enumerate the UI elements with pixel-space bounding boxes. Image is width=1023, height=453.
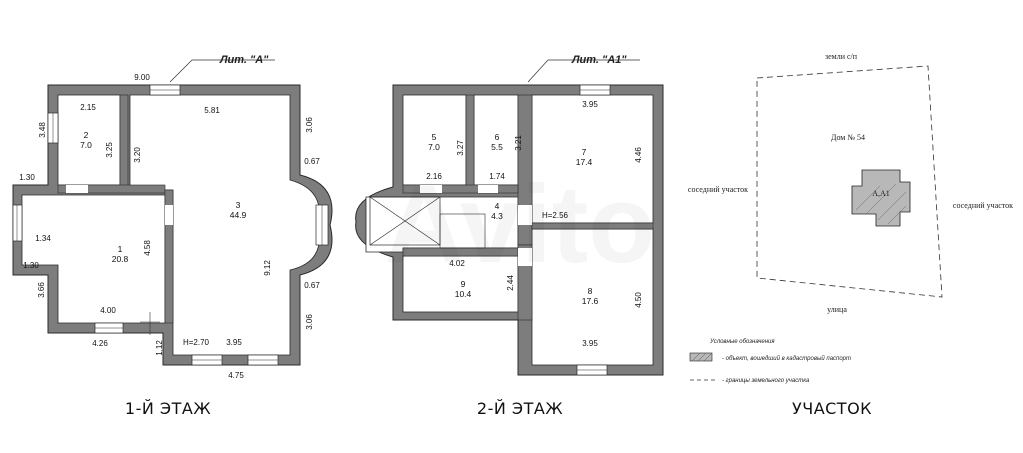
floor1-plan: Лит. "А" 2 7.0 3 44.9 1 20.8 9.00 2.15 5… (12, 54, 333, 418)
dimension-label: 2.15 (80, 103, 96, 112)
dimension-label: 3.66 (37, 282, 46, 298)
floor2-caption: 2-Й ЭТАЖ (477, 399, 563, 418)
room-area: 7.0 (428, 142, 440, 152)
dimension-label: 1.34 (35, 234, 51, 243)
dimension-label: 4.50 (634, 292, 643, 308)
room-number: 9 (461, 279, 466, 289)
dimension-label: 4.46 (634, 147, 643, 163)
dimension-label: 3.95 (226, 338, 242, 347)
ceiling-height: H=2.56 (542, 211, 569, 220)
site-plan: земли с/п Дом № 54 А,А1 соседний участок… (688, 52, 1013, 418)
room-area: 7.0 (80, 140, 92, 150)
room-area: 17.6 (582, 296, 599, 306)
room-number: 8 (588, 286, 593, 296)
watermark: Avito (385, 163, 656, 286)
room-area: 4.3 (491, 211, 503, 221)
dimension-label: 2.16 (426, 172, 442, 181)
house-number-label: Дом № 54 (831, 133, 865, 142)
room-number: 3 (236, 200, 241, 210)
dimension-label: 3.95 (582, 100, 598, 109)
dimension-label: 4.58 (143, 240, 152, 256)
room-number: 4 (495, 201, 500, 211)
land-boundary (756, 65, 943, 298)
room-number: 6 (495, 132, 500, 142)
dimension-label: 0.67 (304, 157, 320, 166)
floor1-caption: 1-Й ЭТАЖ (125, 399, 211, 418)
dimension-label: 0.67 (304, 281, 320, 290)
dimension-label: 3.06 (305, 314, 314, 330)
dimension-label: 4.26 (92, 339, 108, 348)
room-area: 17.4 (576, 157, 593, 167)
dimension-label: 4.02 (449, 259, 465, 268)
room6-area (473, 94, 519, 186)
site-bottom-label: улица (827, 305, 847, 314)
dimension-label: 3.06 (305, 117, 314, 133)
floor1-lit-label: Лит. "А" (219, 54, 269, 66)
room-number: 2 (84, 130, 89, 140)
room-area: 44.9 (230, 210, 247, 220)
dimension-label: 1.30 (19, 173, 35, 182)
dimension-label: 1.30 (23, 261, 39, 270)
room-number: 7 (582, 147, 587, 157)
dimension-label: 9.12 (263, 260, 272, 276)
site-left-label: соседний участок (688, 185, 748, 194)
floor2-plan: Лит. "А1" 5 7.0 6 5.5 7 17.4 4 4.3 9 10.… (355, 54, 664, 418)
ceiling-height: H=2.70 (183, 338, 210, 347)
room-number: 1 (118, 244, 123, 254)
dimension-label: 3.27 (456, 140, 465, 156)
room-area: 20.8 (112, 254, 129, 264)
house-footprint (851, 169, 911, 227)
dimension-label: 9.00 (134, 73, 150, 82)
dimension-label: 4.75 (228, 371, 244, 380)
legend-title: Условные обозначения (709, 339, 775, 345)
room-area: 10.4 (455, 289, 472, 299)
dimension-label: 3.25 (105, 142, 114, 158)
floor2-lit-label: Лит. "А1" (571, 54, 627, 66)
site-right-label: соседний участок (953, 201, 1013, 210)
site-top-label: земли с/п (825, 52, 858, 61)
legend-item-object: - объект, вошедший в кадастровый паспорт (722, 355, 851, 362)
dimension-label: 3.21 (514, 135, 523, 151)
legend-item-boundary: - границы земельного участка (722, 378, 810, 384)
dimension-label: 3.20 (133, 147, 142, 163)
dimension-label: 5.81 (204, 106, 220, 115)
room-area: 5.5 (491, 142, 503, 152)
room9-area (402, 255, 519, 313)
building-label: А,А1 (872, 189, 890, 198)
room1-area (21, 194, 166, 324)
legend-hatch-swatch (689, 352, 713, 362)
room-number: 5 (432, 132, 437, 142)
room2-area (57, 94, 121, 186)
dimension-label: 4.00 (100, 306, 116, 315)
dimension-label: 3.48 (38, 122, 47, 138)
dimension-label: 1.74 (489, 172, 505, 181)
dimension-label: 2.44 (506, 275, 515, 291)
dimension-label: 3.95 (582, 339, 598, 348)
dimension-label: 1.12 (155, 340, 164, 356)
site-caption: УЧАСТОК (792, 399, 872, 418)
